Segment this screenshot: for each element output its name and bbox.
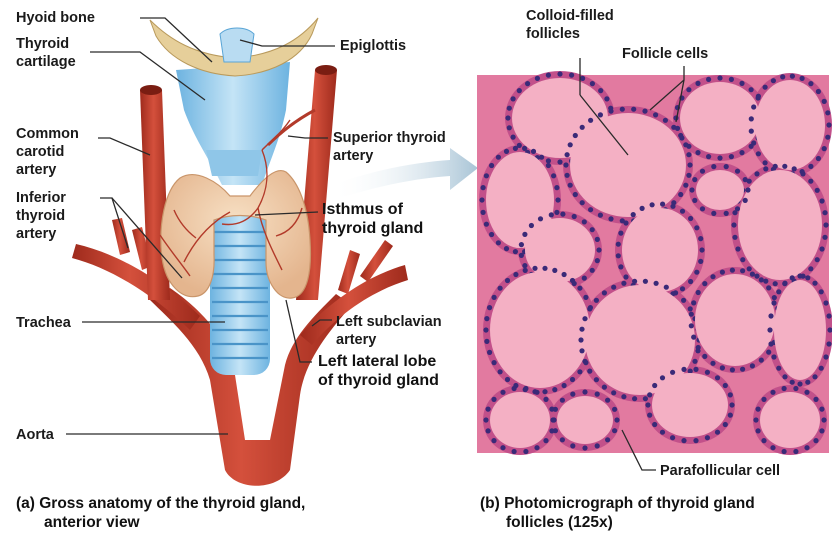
thyroid-cartilage-label-line2: cartilage	[16, 54, 76, 70]
left-subclavian-label-line1: Left subclavian	[336, 314, 442, 330]
micrograph-panel	[477, 71, 832, 455]
colloid-follicles-label-line2: follicles	[526, 26, 580, 42]
hyoid-bone-label: Hyoid bone	[16, 10, 95, 26]
caption-b-line2: follicles (125x)	[506, 514, 613, 531]
superior-thyroid-label-line1: Superior thyroid	[333, 130, 446, 146]
caption-a-line1: (a) Gross anatomy of the thyroid gland,	[16, 495, 305, 512]
caption-a-line2: anterior view	[44, 514, 141, 531]
common-carotid-label-line3: artery	[16, 162, 56, 178]
gross-anatomy-illustration	[72, 18, 408, 486]
common-carotid-label-line2: carotid	[16, 144, 64, 160]
isthmus-label-line1: Isthmus of	[322, 201, 404, 218]
caption-b-line1: (b) Photomicrograph of thyroid gland	[480, 495, 755, 512]
inferior-thyroid-label-line3: artery	[16, 226, 56, 242]
captions: (a) Gross anatomy of the thyroid gland, …	[16, 495, 755, 531]
follicle-cells-label: Follicle cells	[622, 46, 708, 62]
aorta-label: Aorta	[16, 427, 55, 443]
superior-thyroid-label-line2: artery	[333, 148, 373, 164]
thyroid-cartilage-label-line1: Thyroid	[16, 36, 69, 52]
left-lateral-lobe-label-line2: of thyroid gland	[318, 372, 439, 389]
left-subclavian-label-line2: artery	[336, 332, 376, 348]
common-carotid-label-line1: Common	[16, 126, 79, 142]
inferior-thyroid-label-line2: thyroid	[16, 208, 65, 224]
colloid-follicles-label-line1: Colloid-filled	[526, 8, 614, 24]
left-lateral-lobe-label-line1: Left lateral lobe	[318, 353, 436, 370]
inferior-thyroid-label-line1: Inferior	[16, 190, 66, 206]
trachea-label: Trachea	[16, 315, 72, 331]
epiglottis-label: Epiglottis	[340, 38, 406, 54]
isthmus-label-line2: thyroid gland	[322, 220, 423, 237]
parafollicular-cell-label: Parafollicular cell	[660, 463, 780, 479]
